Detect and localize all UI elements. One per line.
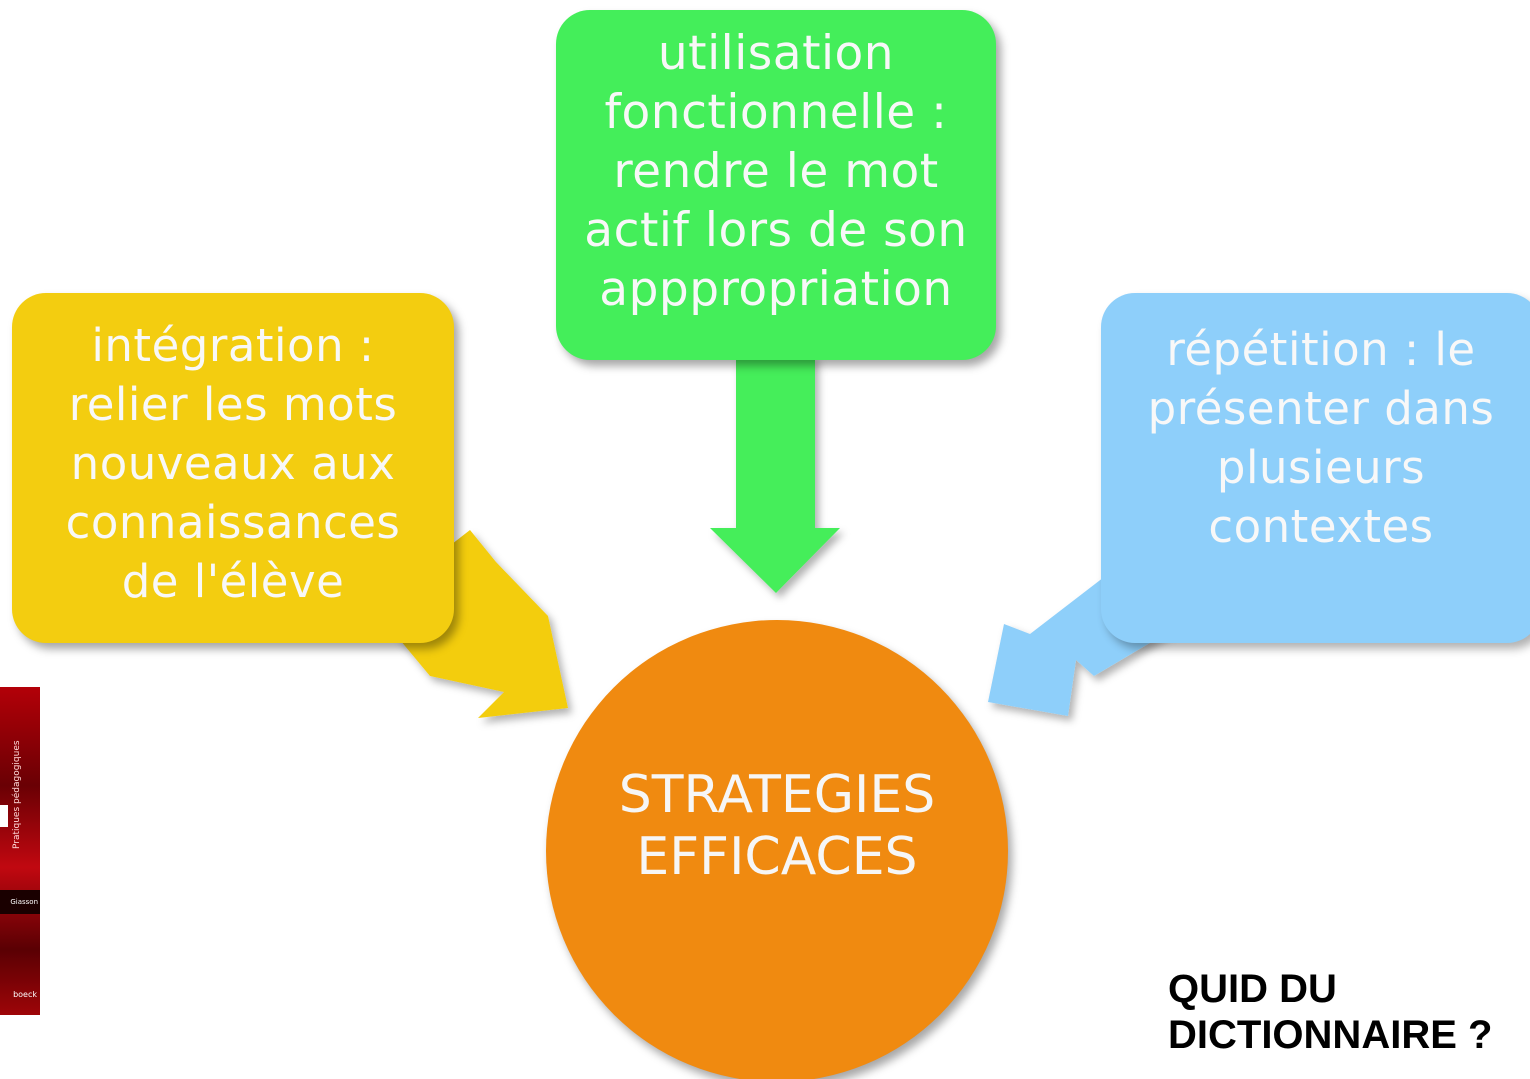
book-publisher: boeck <box>13 990 37 999</box>
book-author-band: Giasson <box>0 890 40 914</box>
utilisation-text: utilisation fonctionnelle : rendre le mo… <box>584 25 968 317</box>
utilisation-box: utilisation fonctionnelle : rendre le mo… <box>556 10 996 360</box>
book-spine-label: Pratiques pédagogiques <box>12 740 22 849</box>
integration-text: intégration : relier les mots nouveaux a… <box>65 318 401 608</box>
repetition-box: répétition : le présenter dans plusieurs… <box>1101 293 1530 643</box>
integration-box: intégration : relier les mots nouveaux a… <box>12 293 454 643</box>
quid-dictionnaire-heading: QUID DU DICTIONNAIRE ? <box>1168 967 1493 1057</box>
book-cover-mark <box>0 805 8 827</box>
arrow-from-green <box>710 355 840 593</box>
strategies-circle: STRATEGIES EFFICACES <box>546 620 1008 1079</box>
repetition-text: répétition : le présenter dans plusieurs… <box>1147 323 1495 553</box>
book-cover-image: Pratiques pédagogiques Giasson boeck <box>0 687 40 1015</box>
strategies-text: STRATEGIES EFFICACES <box>618 765 936 887</box>
